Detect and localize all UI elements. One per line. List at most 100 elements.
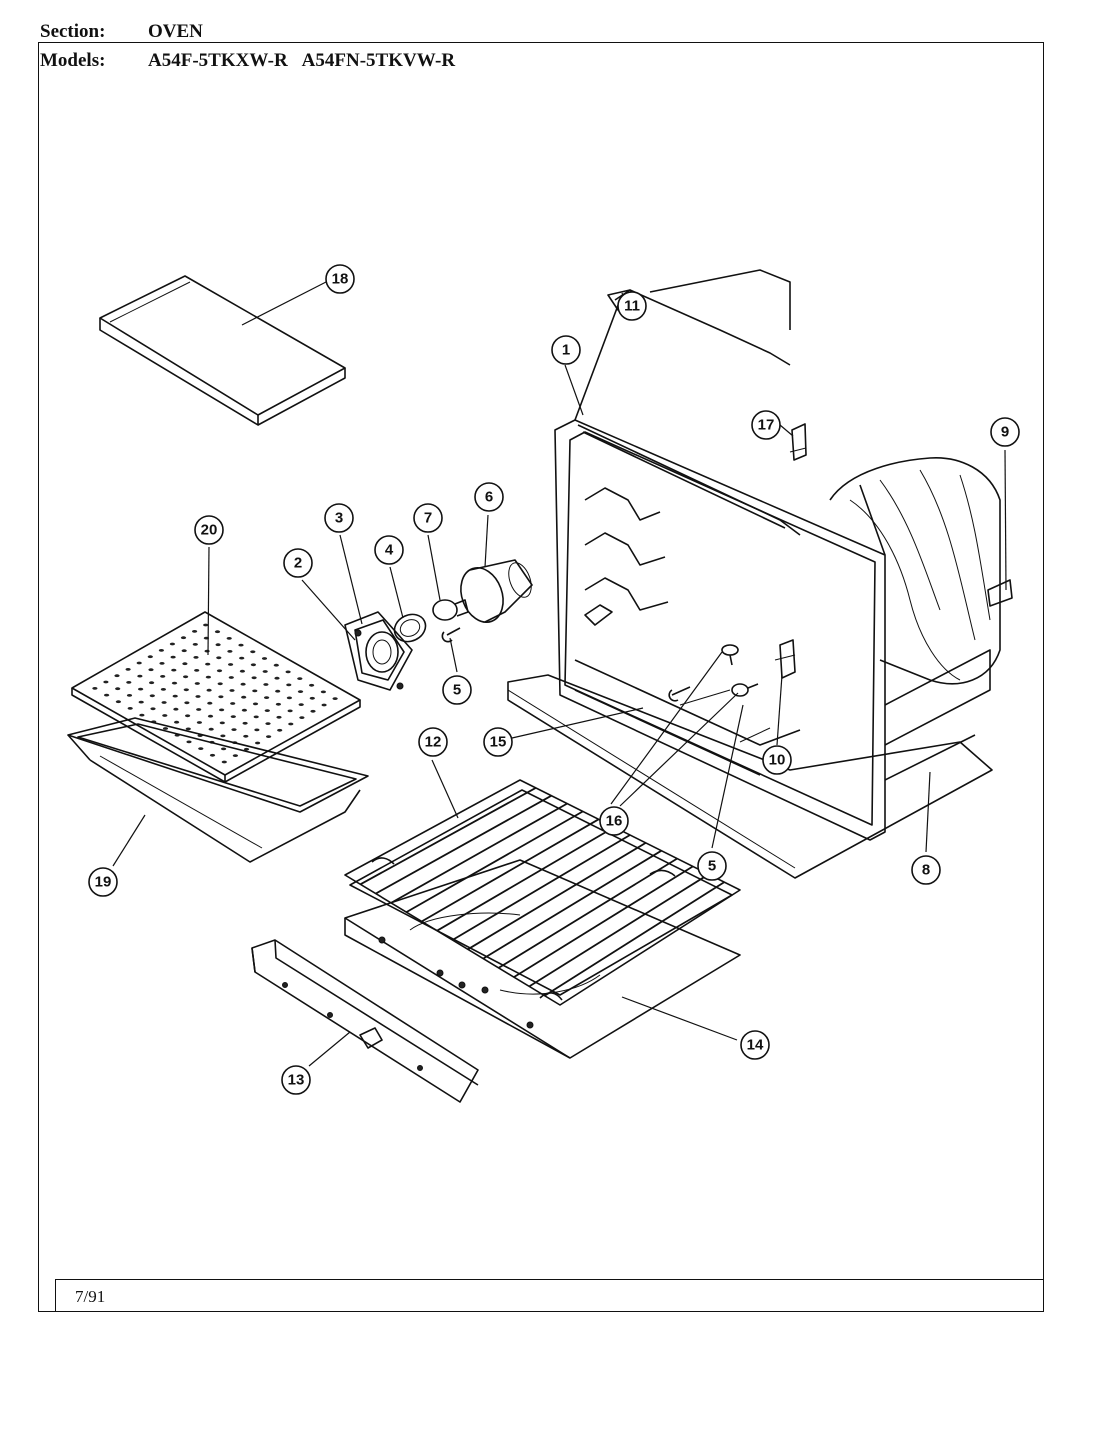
grid-hole <box>214 630 221 634</box>
svg-text:20: 20 <box>201 522 218 539</box>
part-8-bottom-panel <box>507 674 993 879</box>
grid-hole <box>321 703 327 707</box>
grid-hole <box>231 728 237 731</box>
part-20-broiler-grid <box>71 611 361 783</box>
grid-hole <box>240 682 246 686</box>
part-7-bulb <box>432 599 469 621</box>
grid-hole <box>264 696 270 699</box>
grid-hole <box>230 702 236 705</box>
grid-hole <box>297 690 304 693</box>
svg-text:13: 13 <box>288 1072 305 1089</box>
svg-text:11: 11 <box>624 298 640 315</box>
callout-2: 2 <box>283 548 313 578</box>
svg-text:12: 12 <box>425 734 442 751</box>
grid-hole <box>182 662 188 666</box>
grid-hole <box>219 708 225 712</box>
grid-hole <box>243 734 249 738</box>
callout-8: 8 <box>911 855 941 885</box>
svg-text:8: 8 <box>922 862 930 879</box>
grid-hole <box>185 714 191 718</box>
grid-hole <box>252 689 258 693</box>
grid-hole <box>254 728 260 732</box>
footer-box-edge <box>55 1279 56 1312</box>
grid-hole <box>261 657 268 660</box>
grid-hole <box>185 727 191 731</box>
grid-hole <box>263 683 269 686</box>
grid-hole <box>264 709 270 712</box>
grid-hole <box>250 650 256 654</box>
grid-hole <box>127 707 133 710</box>
grid-hole <box>160 688 166 691</box>
grid-hole <box>181 649 187 653</box>
grid-hole <box>115 700 121 704</box>
grid-hole <box>104 693 110 697</box>
callout-5-cavity: 5 <box>697 851 727 881</box>
models-label: Models: <box>40 50 106 71</box>
grid-hole <box>204 649 210 653</box>
rack-wire <box>498 857 678 969</box>
model-number-2: A54FN-5TKVW-R <box>301 50 456 71</box>
grid-hole <box>221 747 227 751</box>
grid-hole <box>309 683 315 687</box>
grid-hole <box>287 709 293 713</box>
rack-wire <box>390 802 568 904</box>
callout-7: 7 <box>413 503 443 533</box>
grid-hole <box>215 643 221 647</box>
part-14-oven-bottom <box>344 859 741 1059</box>
grid-hole <box>195 695 201 698</box>
grid-hole <box>251 676 257 680</box>
grid-hole <box>232 754 238 757</box>
part-5-screw-lamp <box>441 627 461 643</box>
svg-text:1: 1 <box>562 342 570 359</box>
callout-10: 10 <box>762 745 792 775</box>
svg-text:10: 10 <box>769 752 786 769</box>
grid-hole <box>162 727 169 730</box>
callout-3: 3 <box>324 503 354 533</box>
callout-12: 12 <box>418 727 448 757</box>
callout-18: 18 <box>325 264 355 294</box>
grid-hole <box>242 721 248 725</box>
grid-hole <box>320 690 326 694</box>
grid-hole <box>273 663 279 667</box>
grid-hole <box>203 623 209 627</box>
svg-text:14: 14 <box>747 1037 764 1054</box>
part-2-3-light-bracket <box>344 611 413 691</box>
grid-hole <box>219 721 225 725</box>
grid-hole <box>266 735 272 738</box>
grid-hole <box>221 760 227 764</box>
grid-hole <box>186 740 192 744</box>
grid-hole <box>227 650 233 653</box>
part-16-screws <box>721 644 759 697</box>
grid-hole <box>207 701 213 705</box>
rack-wire <box>375 794 552 895</box>
rack-wire <box>482 849 662 960</box>
svg-text:7: 7 <box>424 510 432 527</box>
grid-hole <box>217 682 223 686</box>
svg-text:16: 16 <box>606 813 623 830</box>
grid-hole <box>243 747 250 751</box>
grid-hole <box>161 701 167 704</box>
grid-hole <box>252 702 259 706</box>
footer-divider <box>55 1279 1044 1280</box>
part-10-bracket <box>774 639 796 679</box>
grid-hole <box>136 661 142 665</box>
callout-4: 4 <box>374 535 404 565</box>
grid-hole <box>173 707 179 711</box>
grid-hole <box>241 708 247 712</box>
grid-hole <box>194 682 200 685</box>
grid-hole <box>158 649 164 652</box>
grid-hole <box>288 722 294 726</box>
grid-hole <box>193 656 199 659</box>
grid-hole <box>169 642 175 646</box>
part-17-clip <box>789 423 807 461</box>
callout-15: 15 <box>483 727 513 757</box>
rack-wire <box>513 865 694 978</box>
leader-lines <box>112 281 1007 1067</box>
grid-hole <box>239 669 245 673</box>
grid-hole <box>159 662 165 665</box>
grid-hole <box>230 715 236 718</box>
part-13-front-channel <box>251 939 479 1103</box>
callout-19: 19 <box>88 867 118 897</box>
